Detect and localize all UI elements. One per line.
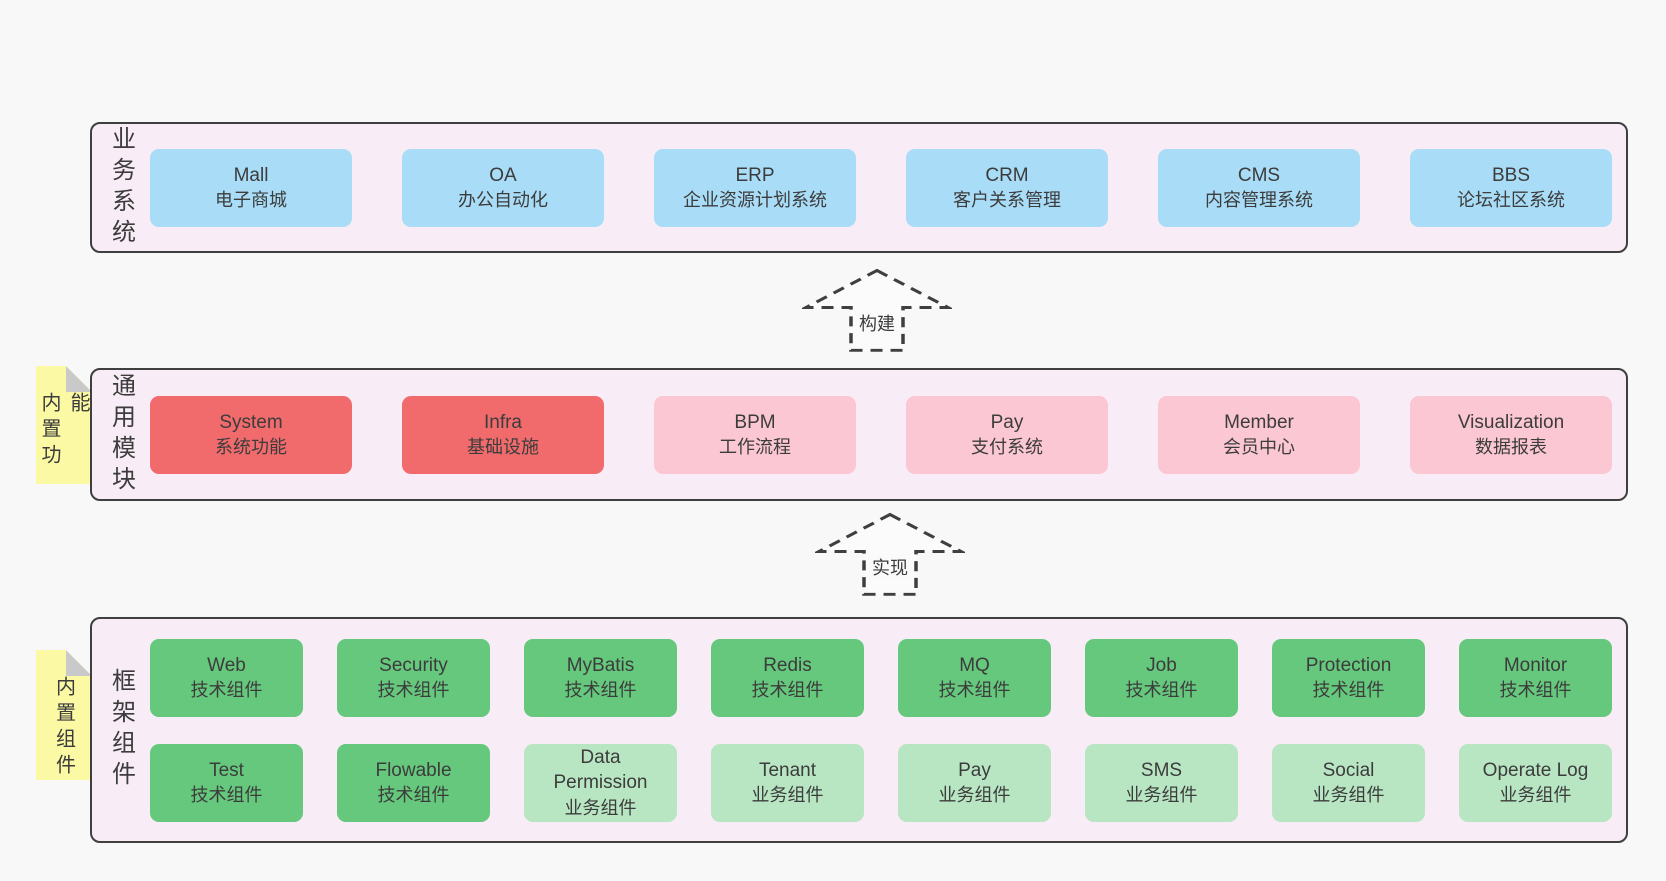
folded-corner-icon (66, 366, 92, 392)
sticky-note-built-in-components: 内置组件 (36, 650, 92, 780)
box-bbs: BBS 论坛社区系统 (1410, 148, 1612, 227)
arrow-implement: 实现 (815, 512, 965, 596)
business-systems-grid: Mall 电子商城 OA 办公自动化 ERP 企业资源计划系统 CRM 客户关系… (150, 124, 1626, 251)
box-infra: Infra 基础设施 (402, 395, 604, 474)
box-web: Web 技术组件 (150, 638, 303, 717)
box-mq: MQ 技术组件 (898, 638, 1051, 717)
box-test: Test 技术组件 (150, 743, 303, 822)
arrow-build: 构建 (802, 268, 952, 352)
band-business-systems: 业务系统 Mall 电子商城 OA 办公自动化 ERP 企业资源计划系统 CRM… (90, 122, 1628, 253)
box-tenant: Tenant 业务组件 (711, 743, 864, 822)
box-erp: ERP 企业资源计划系统 (654, 148, 856, 227)
box-mybatis: MyBatis 技术组件 (524, 638, 677, 717)
box-redis: Redis 技术组件 (711, 638, 864, 717)
box-system: System 系统功能 (150, 395, 352, 474)
box-pay-module: Pay 支付系统 (906, 395, 1108, 474)
box-pay-component: Pay 业务组件 (898, 743, 1051, 822)
band-common-modules: 通用模块 System 系统功能 Infra 基础设施 BPM 工作流程 Pay… (90, 368, 1628, 501)
folded-corner-icon (66, 650, 92, 676)
box-security: Security 技术组件 (337, 638, 490, 717)
box-member: Member 会员中心 (1158, 395, 1360, 474)
arrow-label: 构建 (856, 310, 898, 336)
band-label-common-modules: 通用模块 (107, 372, 135, 497)
box-social: Social 业务组件 (1272, 743, 1425, 822)
box-oa: OA 办公自动化 (402, 148, 604, 227)
band-framework-components: 框架组件 Web 技术组件 Security 技术组件 MyBatis 技术组件… (90, 617, 1628, 843)
box-sms: SMS 业务组件 (1085, 743, 1238, 822)
sticky-note-label: 内置功能 (38, 392, 89, 470)
sticky-note-built-in-features: 内置功能 (36, 366, 92, 484)
box-data-permission: Data Permission 业务组件 (524, 743, 677, 822)
band-label-business-systems: 业务系统 (107, 125, 135, 250)
box-operate-log: Operate Log 业务组件 (1459, 743, 1612, 822)
framework-components-grid: Web 技术组件 Security 技术组件 MyBatis 技术组件 Redi… (150, 619, 1626, 841)
sticky-note-label: 内置组件 (52, 676, 75, 780)
arrow-label: 实现 (869, 554, 911, 580)
box-flowable: Flowable 技术组件 (337, 743, 490, 822)
common-modules-grid: System 系统功能 Infra 基础设施 BPM 工作流程 Pay 支付系统… (150, 370, 1626, 499)
box-cms: CMS 内容管理系统 (1158, 148, 1360, 227)
box-bpm: BPM 工作流程 (654, 395, 856, 474)
box-visualization: Visualization 数据报表 (1410, 395, 1612, 474)
box-protection: Protection 技术组件 (1272, 638, 1425, 717)
box-monitor: Monitor 技术组件 (1459, 638, 1612, 717)
box-mall: Mall 电子商城 (150, 148, 352, 227)
box-job: Job 技术组件 (1085, 638, 1238, 717)
box-crm: CRM 客户关系管理 (906, 148, 1108, 227)
band-label-framework-components: 框架组件 (107, 668, 135, 792)
